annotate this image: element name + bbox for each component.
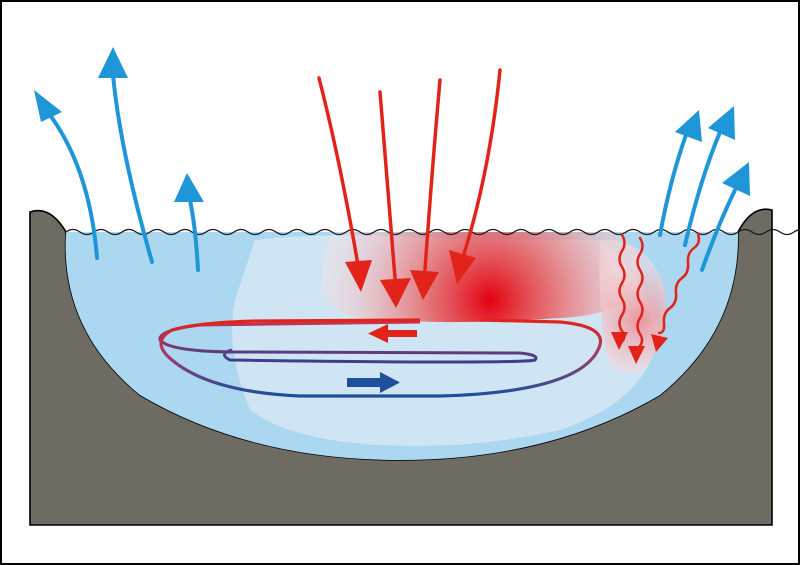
heat-arrow-down-icon <box>317 76 372 292</box>
wavy-arrow-down-icon <box>611 233 628 350</box>
evaporation-arrow-up-icon <box>174 173 204 272</box>
circulation-arrow-right-icon <box>347 372 400 393</box>
heat-arrow-down-icon <box>410 78 442 300</box>
evaporation-arrow-up-icon <box>683 106 735 247</box>
wavy-arrow-down-icon <box>628 236 645 364</box>
wavy-arrow-down-icon <box>651 232 701 352</box>
water-surface <box>65 228 800 236</box>
heat-arrow-down-icon <box>378 90 411 308</box>
long-wave-radiation-arrows <box>611 232 701 364</box>
incoming-heat-arrows <box>317 68 502 308</box>
heat-arrow-down-icon <box>449 68 502 284</box>
outer-circulation-loop <box>159 318 603 398</box>
evaporation-arrows <box>34 47 750 272</box>
warm-surface-zone <box>322 232 642 323</box>
evaporation-arrow-up-icon <box>34 90 99 260</box>
circulation-arrow-left-icon <box>368 324 417 343</box>
circulation-cell <box>158 318 603 398</box>
evaporation-arrow-up-icon <box>700 162 750 272</box>
evaporation-arrow-up-icon <box>658 110 702 237</box>
evaporation-arrow-up-icon <box>98 47 154 264</box>
